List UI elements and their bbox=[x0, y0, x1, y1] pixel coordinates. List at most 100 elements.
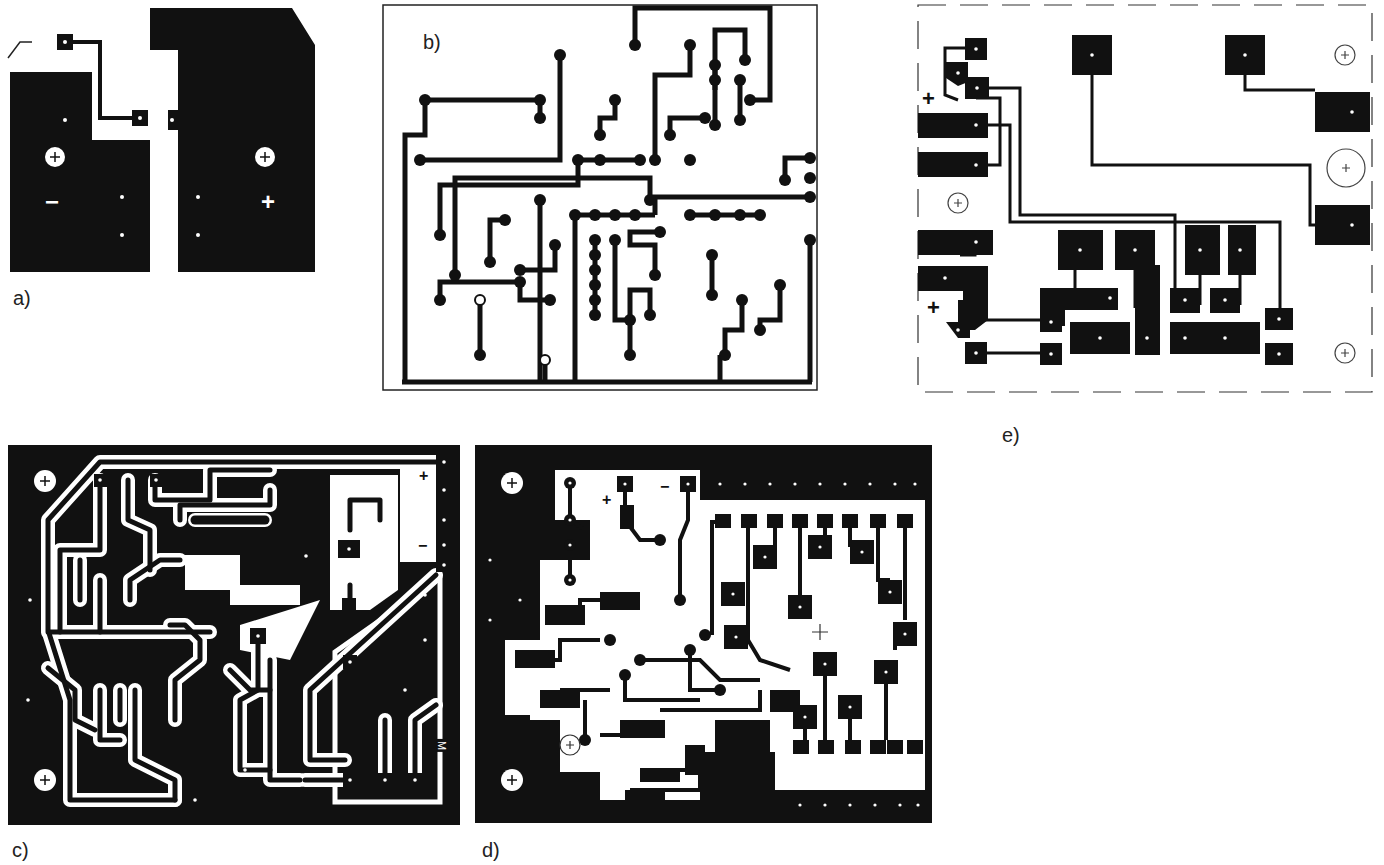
pad bbox=[594, 129, 606, 141]
pad bbox=[734, 209, 746, 221]
pad bbox=[664, 129, 676, 141]
pad bbox=[779, 174, 791, 186]
copper-area bbox=[1170, 288, 1200, 313]
copper-trace bbox=[128, 480, 150, 570]
pad bbox=[873, 803, 876, 806]
copper-area bbox=[1070, 322, 1130, 354]
pad bbox=[196, 195, 200, 199]
copper-trace bbox=[45, 40, 275, 237]
copper-trace bbox=[520, 245, 555, 270]
copper-trace bbox=[48, 630, 210, 635]
copper-area bbox=[505, 715, 530, 737]
pad bbox=[774, 279, 786, 291]
copper-trace bbox=[48, 668, 95, 730]
pad bbox=[709, 209, 721, 221]
copper-area bbox=[767, 514, 783, 528]
pad bbox=[534, 94, 546, 106]
pad bbox=[804, 234, 816, 246]
copper-area bbox=[150, 474, 163, 487]
pad bbox=[798, 803, 801, 806]
copper-area bbox=[475, 445, 932, 823]
copper-trace bbox=[98, 580, 103, 632]
pad bbox=[974, 163, 978, 167]
copper-trace bbox=[350, 500, 380, 530]
pad bbox=[1238, 248, 1242, 252]
pad bbox=[768, 482, 771, 485]
pad bbox=[843, 482, 846, 485]
pad bbox=[544, 294, 556, 306]
copper-trace bbox=[48, 462, 436, 800]
pad bbox=[568, 481, 571, 484]
pad bbox=[488, 558, 491, 561]
pad bbox=[1108, 296, 1112, 300]
copper-trace bbox=[8, 42, 32, 58]
pad bbox=[442, 543, 446, 547]
copper-trace bbox=[878, 528, 890, 580]
copper-area bbox=[1210, 288, 1240, 313]
copper-area bbox=[338, 540, 360, 558]
copper-area bbox=[1228, 225, 1256, 275]
pad bbox=[718, 482, 721, 485]
copper-area bbox=[617, 476, 633, 492]
copper-trace bbox=[180, 490, 270, 520]
pad bbox=[442, 488, 446, 492]
pad bbox=[63, 118, 67, 122]
pad bbox=[818, 482, 821, 485]
copper-trace bbox=[640, 660, 760, 680]
copper-area bbox=[870, 740, 886, 754]
pad bbox=[564, 514, 576, 526]
pad bbox=[916, 803, 919, 806]
pad bbox=[442, 460, 446, 464]
copper-trace bbox=[946, 322, 970, 338]
pad bbox=[709, 119, 721, 131]
copper-trace bbox=[26, 460, 446, 802]
pad bbox=[256, 634, 260, 638]
copper-area bbox=[505, 530, 535, 548]
pad bbox=[736, 294, 748, 306]
pad bbox=[624, 349, 636, 361]
pad bbox=[649, 154, 661, 166]
copper-trace bbox=[48, 462, 436, 800]
pad bbox=[898, 803, 901, 806]
copper-trace bbox=[405, 100, 425, 382]
copper-trace bbox=[48, 462, 436, 800]
copper-trace bbox=[73, 560, 87, 600]
pad bbox=[684, 154, 696, 166]
copper-area bbox=[515, 650, 555, 668]
copper-area bbox=[1072, 35, 1112, 75]
copper-area bbox=[94, 474, 107, 487]
pad bbox=[589, 294, 601, 306]
pad bbox=[540, 355, 550, 365]
pad bbox=[120, 233, 124, 237]
pad bbox=[414, 154, 426, 166]
copper-trace bbox=[946, 62, 968, 86]
pad bbox=[974, 123, 978, 127]
copper-trace bbox=[155, 470, 270, 500]
copper-trace bbox=[808, 240, 813, 382]
pad bbox=[706, 249, 718, 261]
copper-area bbox=[1170, 322, 1260, 354]
copper-area bbox=[918, 152, 988, 177]
copper-trace bbox=[655, 45, 690, 160]
copper-trace bbox=[130, 560, 180, 600]
copper-area bbox=[887, 740, 903, 754]
pad bbox=[138, 116, 142, 120]
pad bbox=[743, 482, 746, 485]
pad bbox=[594, 154, 606, 166]
pad bbox=[348, 778, 352, 782]
panel-letter: c) bbox=[10, 840, 31, 860]
pad bbox=[709, 59, 721, 71]
pad bbox=[684, 39, 696, 51]
pad bbox=[848, 705, 851, 708]
pad bbox=[654, 534, 666, 546]
pad bbox=[974, 351, 978, 355]
copper-area bbox=[1185, 225, 1220, 275]
copper-trace bbox=[100, 690, 120, 740]
copper-area bbox=[965, 342, 987, 364]
pad bbox=[974, 240, 978, 244]
pad bbox=[434, 294, 446, 306]
copper-area bbox=[793, 740, 809, 754]
pad bbox=[1277, 317, 1281, 321]
pad bbox=[442, 518, 446, 522]
copper-area bbox=[343, 773, 357, 787]
